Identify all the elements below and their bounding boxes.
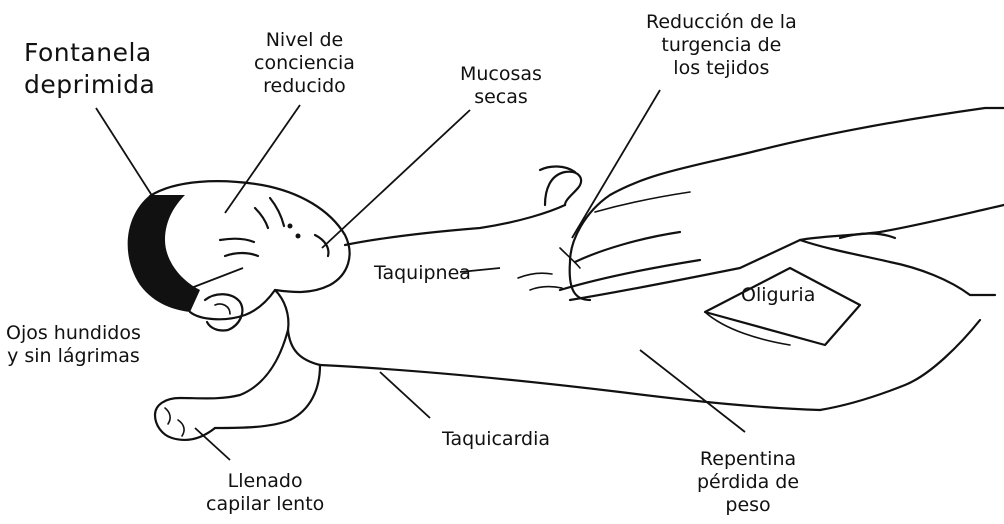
label-line: los tejidos [673, 57, 770, 79]
label-line: Taquicardia [442, 428, 551, 450]
label-line: secas [474, 86, 528, 108]
label-line: Taquipnea [374, 262, 471, 284]
infant-body-drawing [127, 165, 997, 441]
label-mucosas-secas: Mucosas secas [460, 63, 542, 109]
label-line: Nivel de [265, 29, 344, 51]
label-taquipnea: Taquipnea [374, 262, 471, 285]
label-taquicardia: Taquicardia [442, 428, 550, 451]
label-line: Reducción de la [646, 11, 797, 33]
label-turgencia-tejidos: Reducción de la turgencia de los tejidos [646, 11, 797, 80]
label-perdida-peso: Repentina pérdida de peso [697, 448, 799, 517]
label-line: y sin lágrimas [7, 345, 140, 367]
label-line: deprimida [24, 70, 156, 99]
label-line: pérdida de [697, 471, 800, 493]
label-line: capilar lento [206, 493, 325, 515]
label-fontanela-deprimida: Fontanela deprimida [24, 37, 155, 101]
label-line: turgencia de [661, 34, 782, 56]
label-line: reducido [263, 75, 346, 97]
hair-shading [127, 195, 200, 312]
label-line: peso [725, 494, 771, 516]
label-line: Ojos hundidos [6, 322, 141, 344]
label-line: Oliguria [741, 284, 816, 306]
label-llenado-capilar: Llenado capilar lento [206, 470, 324, 516]
examiner-hand-drawing [558, 106, 1004, 302]
leader-lines [95, 89, 746, 461]
label-oliguria: Oliguria [741, 284, 815, 307]
label-line: Llenado [227, 470, 303, 492]
label-ojos-hundidos: Ojos hundidos y sin lágrimas [6, 322, 141, 368]
label-line: Repentina [699, 448, 797, 470]
label-line: Mucosas [460, 63, 542, 85]
label-nivel-conciencia: Nivel de conciencia reducido [254, 29, 355, 98]
label-line: conciencia [254, 52, 355, 74]
label-line: Fontanela [24, 38, 152, 67]
